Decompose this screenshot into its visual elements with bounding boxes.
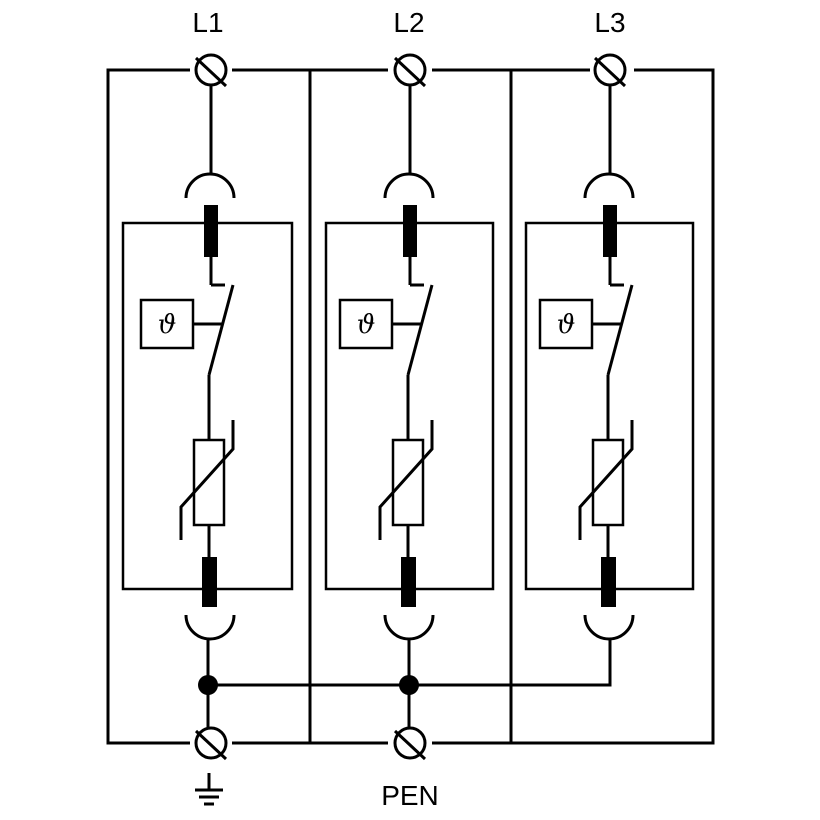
- fuse-bottom-l2: [401, 557, 416, 607]
- fuse-contact-top-l3: [583, 172, 635, 199]
- disconnect-switch-l3: [606, 284, 634, 376]
- disconnect-switch-l2: [406, 284, 434, 376]
- varistor-l2: [378, 420, 434, 540]
- varistor-l1: [179, 420, 235, 540]
- disconnect-switch-l1: [207, 284, 235, 376]
- thermal-symbol-l2: ϑ: [357, 310, 376, 340]
- ground-icon: [195, 773, 223, 806]
- terminal-pen: [393, 726, 427, 761]
- fuse-contact-top-l1: [184, 172, 236, 199]
- terminal-l2: [393, 53, 427, 88]
- terminal-ground: [194, 726, 228, 761]
- fuse-bottom-l1: [202, 557, 217, 607]
- fuse-contact-top-l2: [383, 172, 435, 199]
- fuse-top-l1: [204, 205, 218, 257]
- phase-label-l3: L3: [594, 7, 625, 38]
- terminal-l1: [194, 53, 228, 88]
- fuse-top-l3: [603, 205, 617, 257]
- fuse-contact-bottom-l2: [383, 614, 435, 641]
- thermal-monitor-box-l3: [538, 298, 594, 350]
- fuse-contact-bottom-l1: [184, 614, 236, 641]
- fuse-top-l2: [403, 205, 417, 257]
- thermal-monitor-box-l2: [338, 298, 394, 350]
- thermal-symbol-l3: ϑ: [557, 310, 576, 340]
- thermal-symbol-l1: ϑ: [158, 310, 177, 340]
- fuse-bottom-l3: [601, 557, 616, 607]
- phase-label-l1: L1: [192, 7, 223, 38]
- varistor-l3: [578, 420, 634, 540]
- pen-label: PEN: [381, 780, 439, 811]
- junction-dot-1: [198, 675, 218, 695]
- phase-module-l2: L2 ϑ: [324, 7, 495, 728]
- junction-dot-2: [399, 675, 419, 695]
- fuse-contact-bottom-l3: [583, 614, 635, 641]
- terminal-l3: [593, 53, 627, 88]
- phase-label-l2: L2: [393, 7, 424, 38]
- phase-module-l1: L1 ϑ: [121, 7, 294, 728]
- phase-module-l3: L3 ϑ: [524, 7, 695, 687]
- thermal-monitor-box-l1: [139, 298, 195, 350]
- housing-outline: [106, 68, 715, 745]
